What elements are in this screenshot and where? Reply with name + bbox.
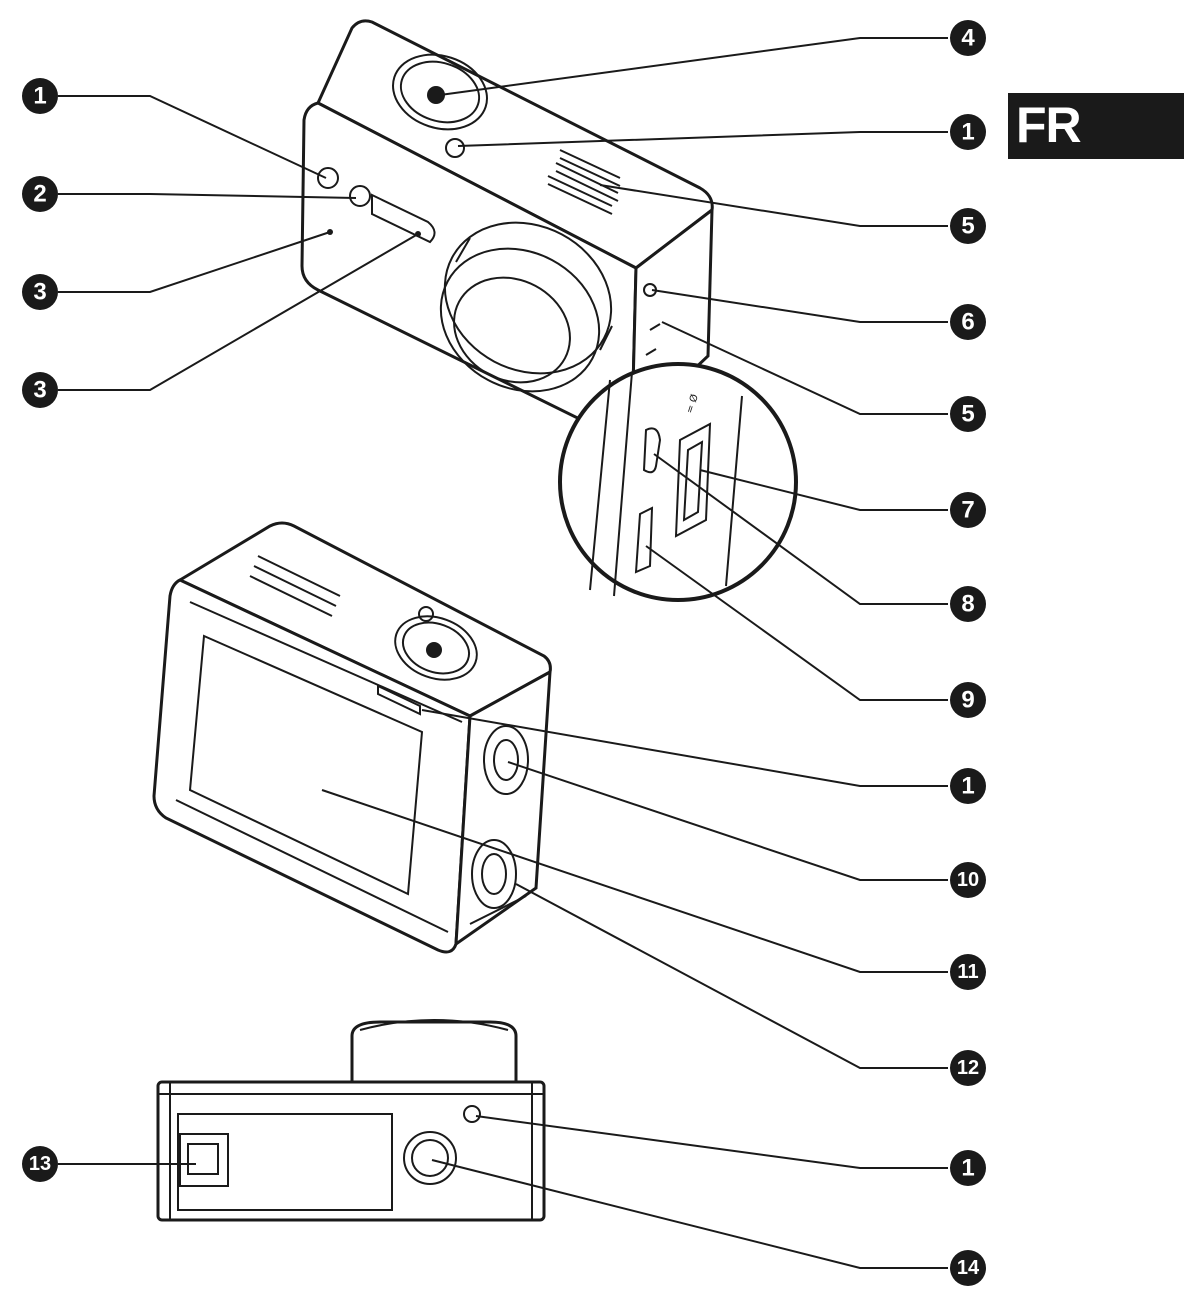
svg-text:5: 5	[961, 213, 974, 240]
camera-bottom-view	[156, 1019, 546, 1222]
leader-right-11	[321, 789, 948, 973]
callout-badge: 11	[950, 954, 986, 990]
leader-right-14	[431, 1159, 948, 1269]
port-detail-zoom: = Ø	[558, 362, 798, 602]
lens	[439, 221, 613, 393]
callout-badge: 7	[950, 492, 986, 528]
leader-right-1c	[475, 1115, 948, 1169]
leader-left-3b	[58, 233, 419, 391]
callout-badge: 8	[950, 586, 986, 622]
callout-badge: 3	[22, 274, 58, 310]
leader-right-5b	[661, 321, 948, 415]
lcd-screen	[188, 634, 424, 896]
svg-text:3: 3	[33, 279, 46, 306]
callout-badge: 4	[950, 20, 986, 56]
leader-left-1	[58, 95, 327, 179]
svg-text:1: 1	[961, 1155, 974, 1182]
svg-text:9: 9	[961, 687, 974, 714]
svg-text:2: 2	[33, 181, 46, 208]
leader-right-1b	[421, 709, 948, 787]
callout-badge: 13	[22, 1146, 58, 1182]
callout-badge: 2	[22, 176, 58, 212]
callout-badge: 9	[950, 682, 986, 718]
svg-text:11: 11	[957, 961, 978, 983]
svg-text:7: 7	[961, 497, 974, 524]
language-tag-label: FR	[1016, 97, 1082, 153]
camera-front-view: = Ø	[300, 19, 798, 602]
leader-right-7	[699, 469, 948, 511]
language-tag: FR	[1008, 93, 1184, 159]
callout-badge: 1	[950, 1150, 986, 1186]
svg-text:1: 1	[33, 83, 46, 110]
svg-text:4: 4	[961, 25, 975, 52]
leader-lines	[58, 37, 948, 1269]
svg-text:10: 10	[957, 869, 979, 891]
callout-badge: 3	[22, 372, 58, 408]
svg-text:6: 6	[961, 309, 974, 336]
leader-right-4	[439, 37, 948, 96]
svg-text:1: 1	[961, 119, 974, 146]
svg-text:1: 1	[961, 773, 974, 800]
leader-right-9	[645, 545, 948, 701]
svg-text:= Ø: = Ø	[683, 393, 700, 415]
callout-badge: 5	[950, 208, 986, 244]
top-mic-slots	[547, 149, 621, 215]
callout-badge: 6	[950, 304, 986, 340]
callout-badge: 1	[950, 768, 986, 804]
svg-text:8: 8	[961, 591, 974, 618]
callout-badge: 14	[950, 1250, 986, 1286]
leader-left-3a	[58, 231, 331, 293]
svg-text:13: 13	[29, 1153, 51, 1175]
callout-badge: 1	[950, 114, 986, 150]
svg-text:14: 14	[957, 1257, 980, 1279]
callout-badge: 12	[950, 1050, 986, 1086]
callout-badge: 5	[950, 396, 986, 432]
leader-right-5a	[599, 184, 948, 227]
leader-right-6	[651, 289, 948, 323]
leader-left-2	[58, 193, 357, 199]
leader-right-1a	[457, 131, 948, 147]
svg-text:12: 12	[957, 1057, 979, 1079]
camera-rear-view	[152, 521, 552, 954]
svg-text:5: 5	[961, 401, 974, 428]
leader-right-8	[653, 453, 948, 605]
callout-badge: 1	[22, 78, 58, 114]
leader-right-12	[515, 883, 948, 1069]
callout-badges: 1 2 3 3 4 1 5 6 5 7 8 9 1 10 11 12 13 1 …	[22, 20, 986, 1286]
leader-right-10	[507, 761, 948, 881]
callout-badge: 10	[950, 862, 986, 898]
svg-text:3: 3	[33, 377, 46, 404]
